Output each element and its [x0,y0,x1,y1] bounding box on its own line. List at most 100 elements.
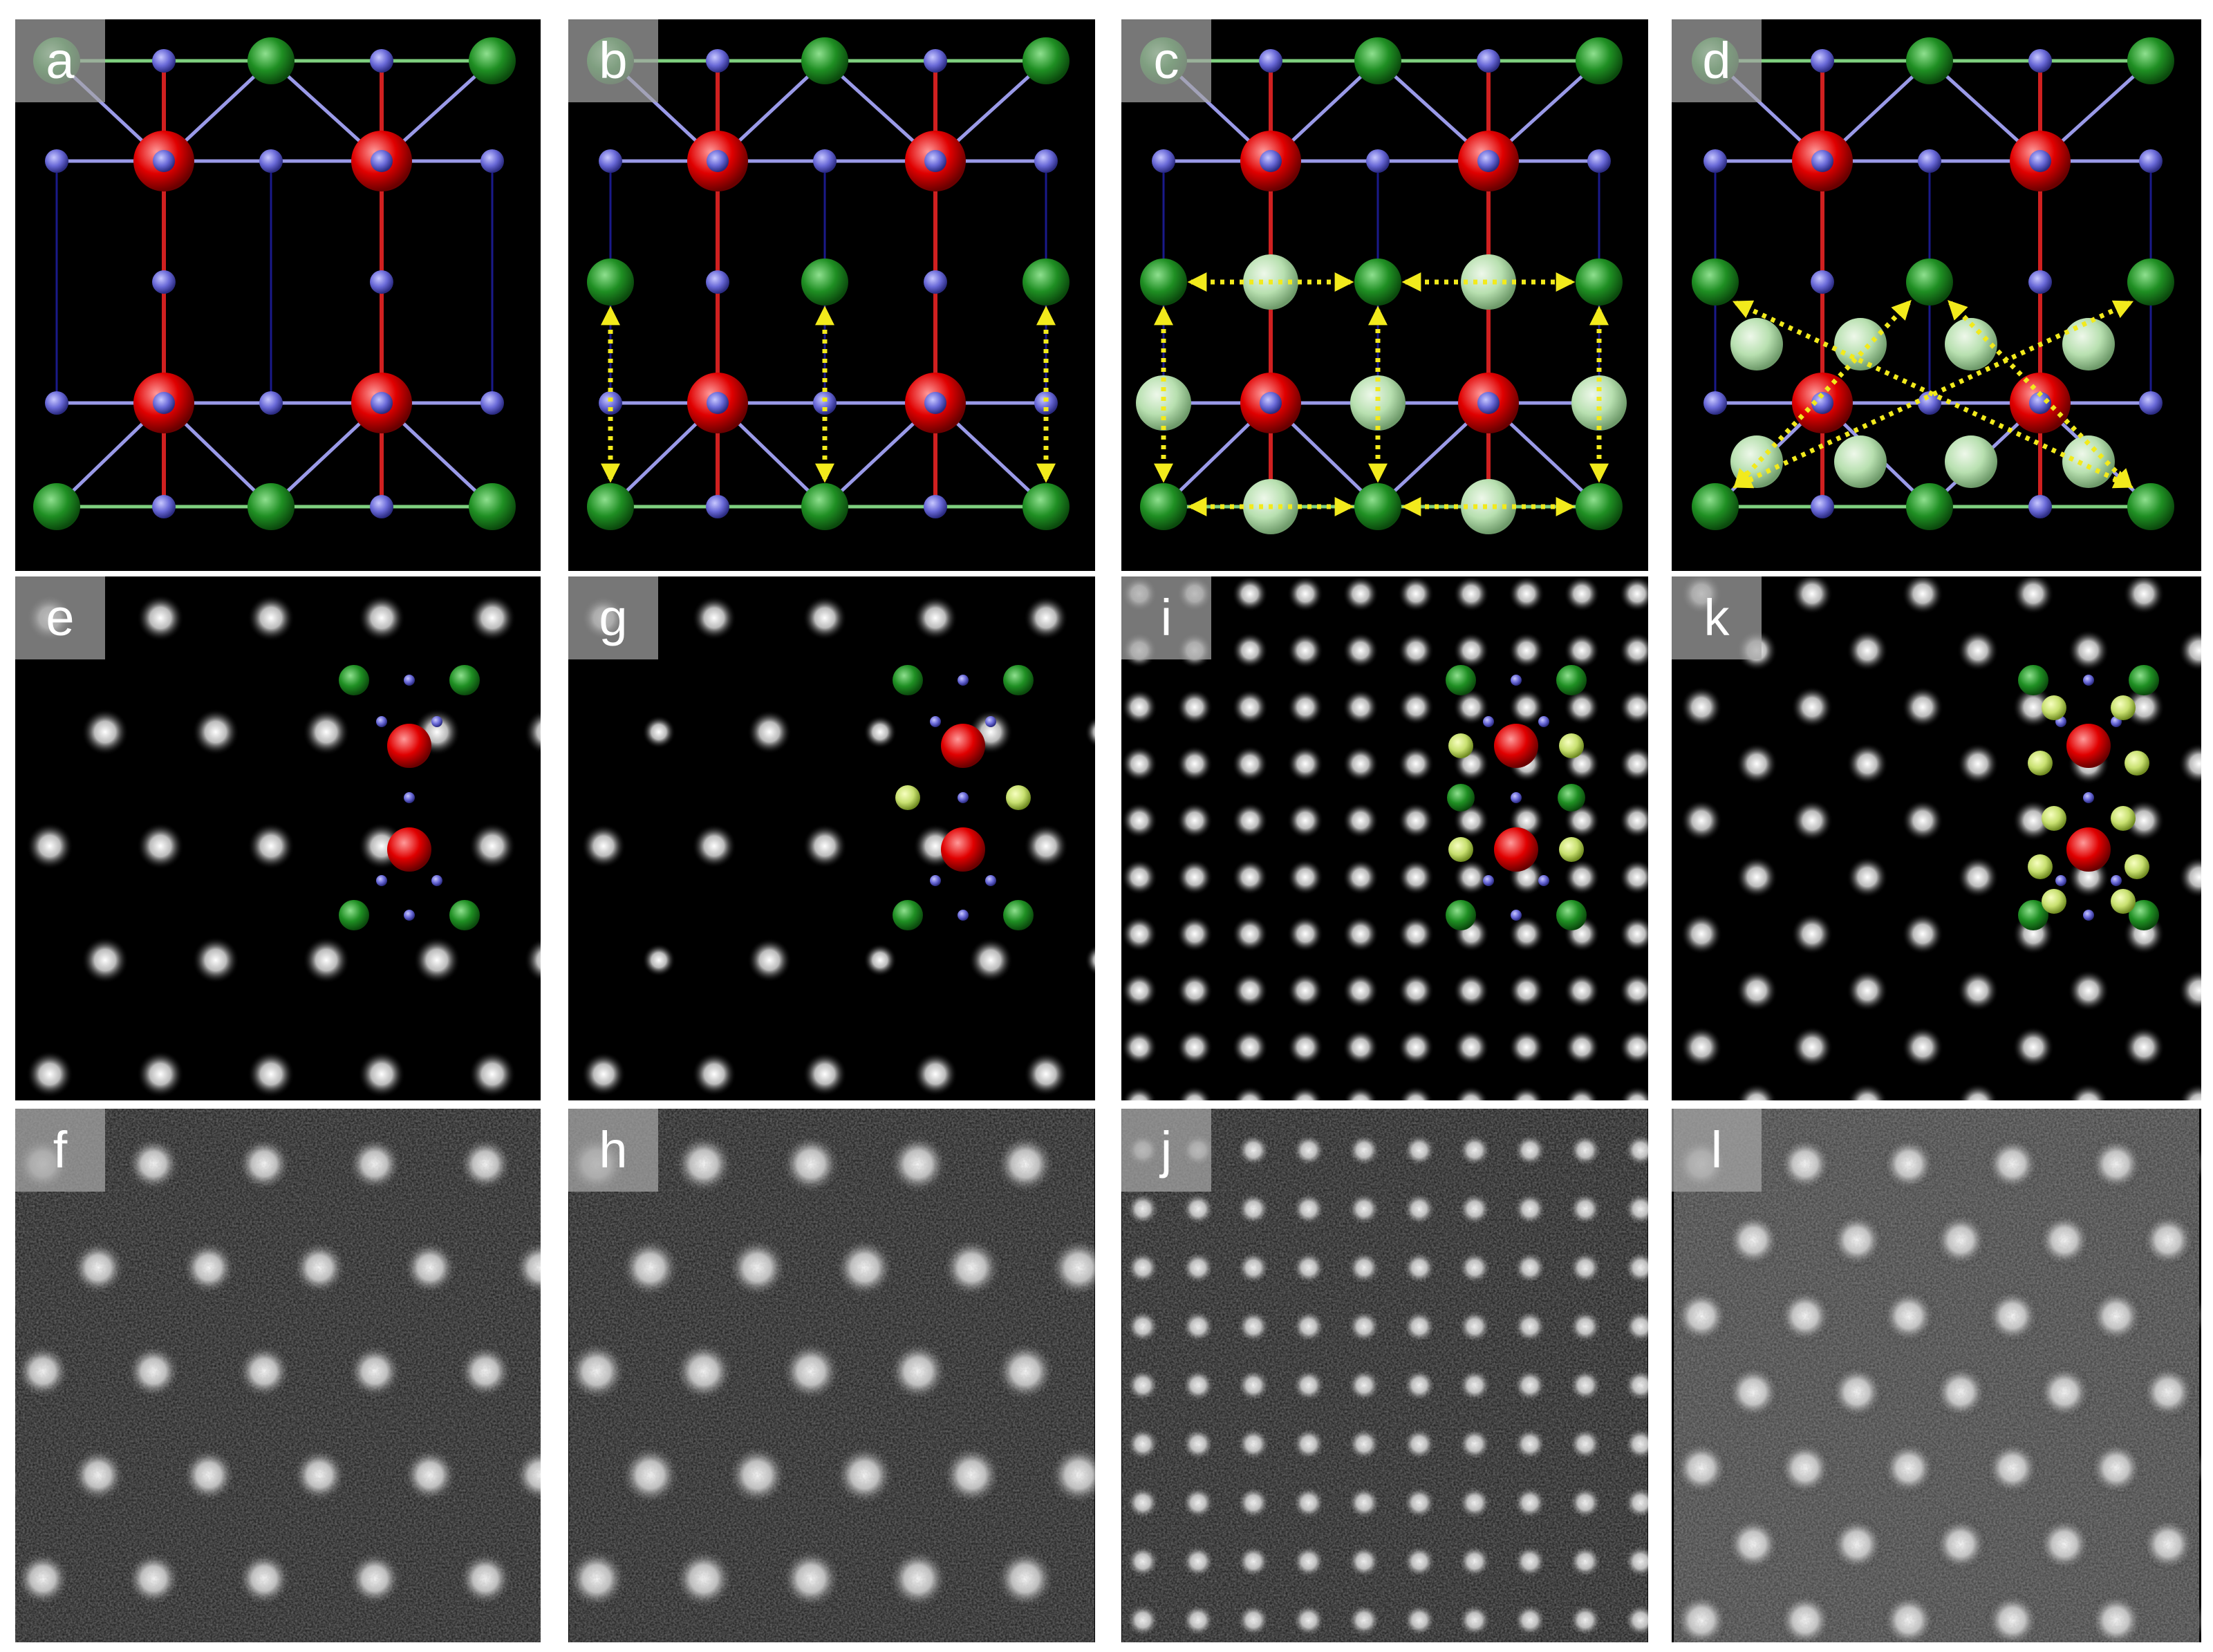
atomic-column [524,709,541,755]
atomic-column [1902,576,1943,614]
atomic-column [581,1052,626,1096]
blue-atom [1366,149,1390,173]
green-atom [893,900,923,930]
panel-label-a: a [15,19,105,102]
atomic-column [1232,1029,1268,1065]
atomic-column [1509,1029,1544,1065]
atomic-column [1791,913,1833,955]
green-atom [1576,259,1623,306]
atomic-column [137,594,184,641]
atomic-column [581,824,626,868]
panel-c: c [1121,19,1648,571]
atomic-column [248,823,295,870]
atomic-column [1791,1026,1833,1068]
blue-atom [930,875,941,886]
blue-atom [2083,675,2094,686]
blue-atom [985,875,996,886]
atomic-column [1509,576,1544,612]
blue-atom [152,49,176,73]
panel-label-h: h [568,1109,658,1192]
displaced-atom [1730,318,1783,370]
atomic-column [1024,1052,1068,1096]
blue-atom [1260,150,1282,172]
green-atom [1906,483,1953,530]
green-atom [248,37,295,84]
displaced-atom [1461,479,1516,534]
blue-atom [924,495,947,518]
atomic-column [1398,859,1434,895]
atomic-column [1453,859,1489,895]
red-atom [941,724,985,768]
atomic-column [1177,802,1213,838]
atomic-column [1509,689,1544,725]
panel-h: h [568,1109,1095,1642]
atomic-column [1398,973,1434,1008]
blue-atom [2083,792,2094,803]
atomic-column [1343,576,1379,612]
green-atom [801,259,848,306]
blue-atom [404,792,415,803]
atomic-column [1343,1029,1379,1065]
blue-atom [1477,392,1500,414]
experimental-image-j [1122,1109,1648,1642]
blue-atom [1477,150,1500,172]
experimental-image-h [568,1109,1095,1642]
panel-label-k: k [1672,576,1762,659]
panel-i: i [1121,576,1648,1100]
blue-atom [2139,391,2163,415]
panel-label-e: e [15,576,105,659]
red-atom [387,724,431,768]
atomic-column [1619,746,1648,782]
panel-l: l [1672,1109,2201,1642]
atomic-column [642,715,675,749]
blue-atom [480,391,504,415]
atomic-column [1121,746,1157,782]
green-atom [801,483,848,530]
panel-e: e [15,576,541,1100]
blue-atom [45,149,68,173]
atomic-column [1398,576,1434,612]
green-atom [248,483,295,530]
blue-atom [706,49,729,73]
atomic-column [803,824,847,868]
blue-atom [599,149,622,173]
panel-d: d [1672,19,2201,571]
blue-atom [45,391,68,415]
atomic-column [1564,973,1600,1008]
atomic-column [1564,802,1600,838]
blue-atom [1477,49,1500,73]
substituted-atom [2042,889,2066,914]
noise-overlay [1674,1109,2199,1642]
atomic-column [1902,800,1943,841]
simulated-image-e [26,594,541,1098]
displaced-atom [1945,435,1997,488]
atomic-column [1847,743,1888,785]
atomic-column [1736,856,1777,898]
atomic-column [26,823,73,870]
atomic-column [1287,973,1323,1008]
green-atom [449,665,480,695]
green-atom [469,483,516,530]
atomic-column [1736,743,1777,785]
atomic-column [1343,973,1379,1008]
displaced-atom [1571,375,1627,431]
atomic-column [747,710,792,754]
blue-atom [2055,875,2066,886]
atomic-column [692,596,736,640]
substituted-atom [2111,695,2136,720]
atomic-column [692,1052,736,1096]
atomic-column [1957,970,1999,1011]
atomic-column [1232,802,1268,838]
green-atom [2127,483,2174,530]
atomic-column [1453,973,1489,1008]
blue-atom [153,150,175,172]
panel-label-i: i [1121,576,1211,659]
displaced-atom [1350,375,1406,431]
atomic-column [1453,576,1489,612]
atomic-column [1232,632,1268,668]
green-atom [1446,665,1476,695]
green-atom [1354,483,1401,530]
atomic-column [2123,1026,2165,1068]
green-atom [1556,900,1587,930]
blue-atom [1587,149,1611,173]
